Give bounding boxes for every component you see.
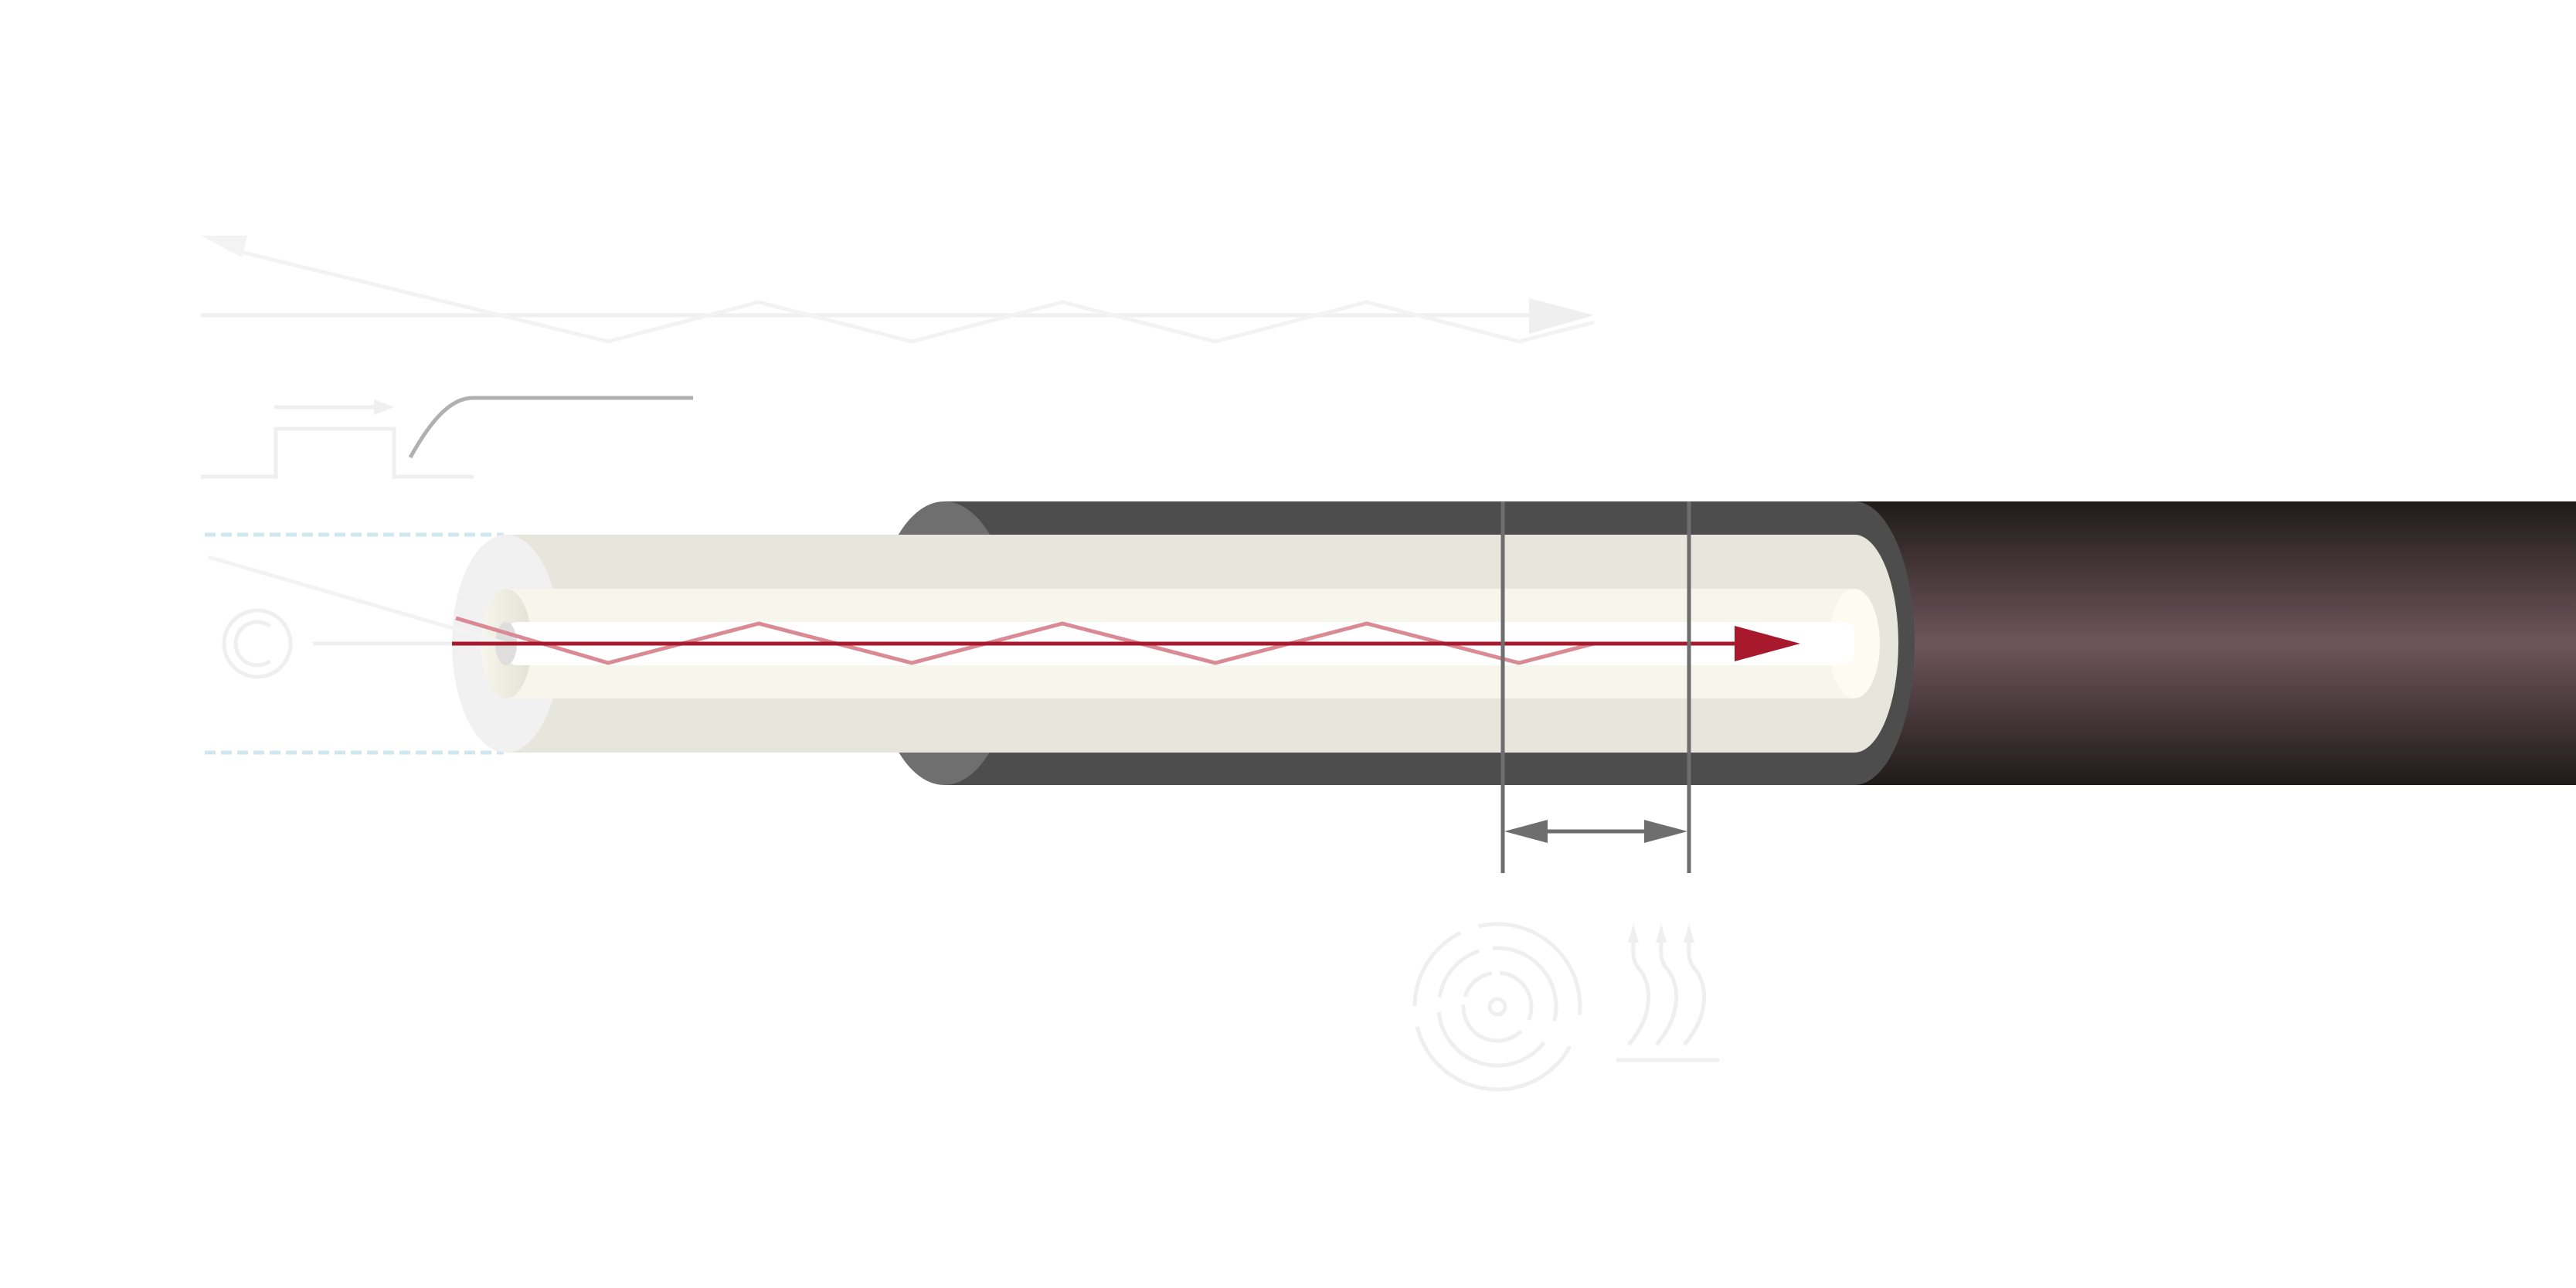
heat-arrow-head-icon (1656, 924, 1667, 943)
dimension-marker (1500, 501, 1691, 873)
dimension-right-arrow-head-icon (1644, 820, 1687, 843)
axial-ray-arrow-head-icon (1735, 626, 1800, 661)
heat-wave-line (1655, 939, 1679, 1046)
concentric-ring (1487, 997, 1507, 1017)
heat-wave-line (1683, 939, 1707, 1046)
output-response-curve (408, 396, 693, 459)
reflected-ray-zigzag (455, 616, 1595, 665)
fiber-jacket (1854, 501, 2576, 785)
pulse-arrow-head-icon (374, 399, 394, 415)
dashed-guides (205, 532, 504, 755)
top-wave-back-arrow-icon (201, 236, 247, 257)
top-wave-schematic (201, 236, 1595, 344)
pulse-response-panel (201, 396, 693, 479)
input-pulse-step (201, 427, 474, 479)
top-wave-zigzag-ray (227, 246, 1595, 344)
heat-arrow-head-icon (1684, 924, 1694, 943)
concentric-ring (1461, 970, 1534, 1043)
heat-wave-line (1627, 939, 1651, 1046)
top-wave-arrow-head-icon (1529, 298, 1594, 334)
source-outer-circle (222, 608, 293, 679)
light-rays (208, 555, 1800, 665)
concentric-waves-icon (1412, 922, 1582, 1092)
entry-ray (208, 555, 507, 646)
heat-dissipation-icon (1616, 924, 1719, 1062)
light-source-icon (222, 608, 456, 679)
heat-arrow-head-icon (1628, 924, 1639, 943)
source-rotation-arc-icon (233, 620, 271, 668)
dimension-left-arrow-head-icon (1504, 820, 1548, 843)
concentric-ring (1412, 922, 1582, 1092)
concentric-ring (1436, 946, 1558, 1068)
